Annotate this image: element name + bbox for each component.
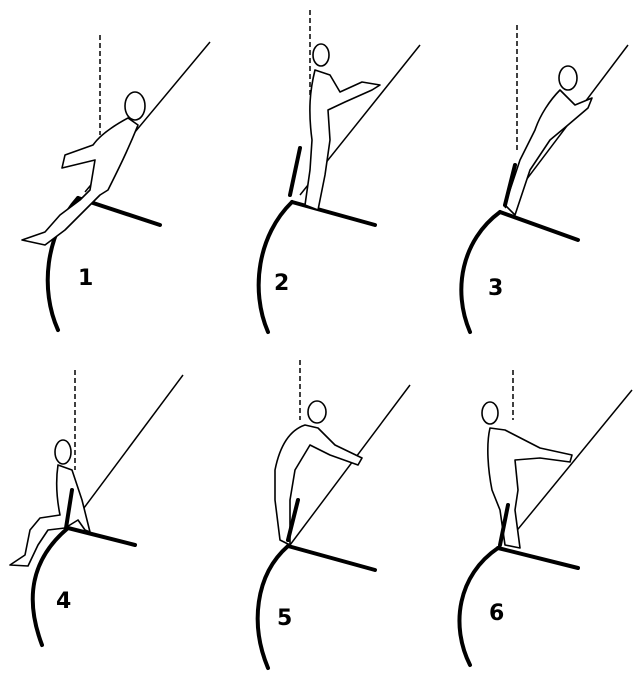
- figure-head: [481, 401, 499, 425]
- slope-line: [289, 384, 411, 546]
- curved-surface: [30, 526, 70, 647]
- figure-head: [54, 439, 72, 465]
- panel-5: 5: [255, 360, 411, 670]
- panel-number: 1: [78, 266, 93, 291]
- curved-surface: [256, 200, 294, 334]
- slope-line: [504, 389, 633, 546]
- board: [66, 526, 137, 547]
- plank: [286, 498, 300, 542]
- panel-3: 3: [459, 25, 629, 334]
- board: [498, 210, 580, 242]
- board: [286, 544, 377, 572]
- panel-number: 5: [277, 606, 292, 631]
- figure-head: [307, 400, 327, 424]
- plank: [503, 163, 517, 207]
- plank: [64, 488, 74, 530]
- panel-number: 2: [274, 271, 289, 296]
- panel-2: 2: [256, 10, 421, 334]
- board: [496, 546, 580, 570]
- figure: [9, 464, 91, 567]
- figure-head: [558, 65, 578, 91]
- curved-surface: [255, 544, 290, 670]
- panel-number: 6: [489, 601, 504, 626]
- figure-head: [124, 91, 146, 121]
- curved-surface: [459, 210, 502, 334]
- figure: [274, 424, 363, 546]
- plank: [288, 146, 302, 197]
- panel-1: 1: [21, 35, 211, 332]
- slope-line: [74, 374, 184, 521]
- figure: [304, 69, 381, 211]
- curved-surface: [457, 546, 500, 667]
- panel-4: 4: [9, 370, 184, 647]
- panel-number: 4: [56, 589, 71, 614]
- panel-number: 3: [488, 276, 503, 301]
- figure-head: [312, 43, 330, 67]
- figure: [504, 89, 593, 216]
- panel-6: 6: [457, 370, 633, 667]
- figure: [487, 427, 573, 549]
- figure: [21, 117, 139, 246]
- plank: [498, 503, 510, 547]
